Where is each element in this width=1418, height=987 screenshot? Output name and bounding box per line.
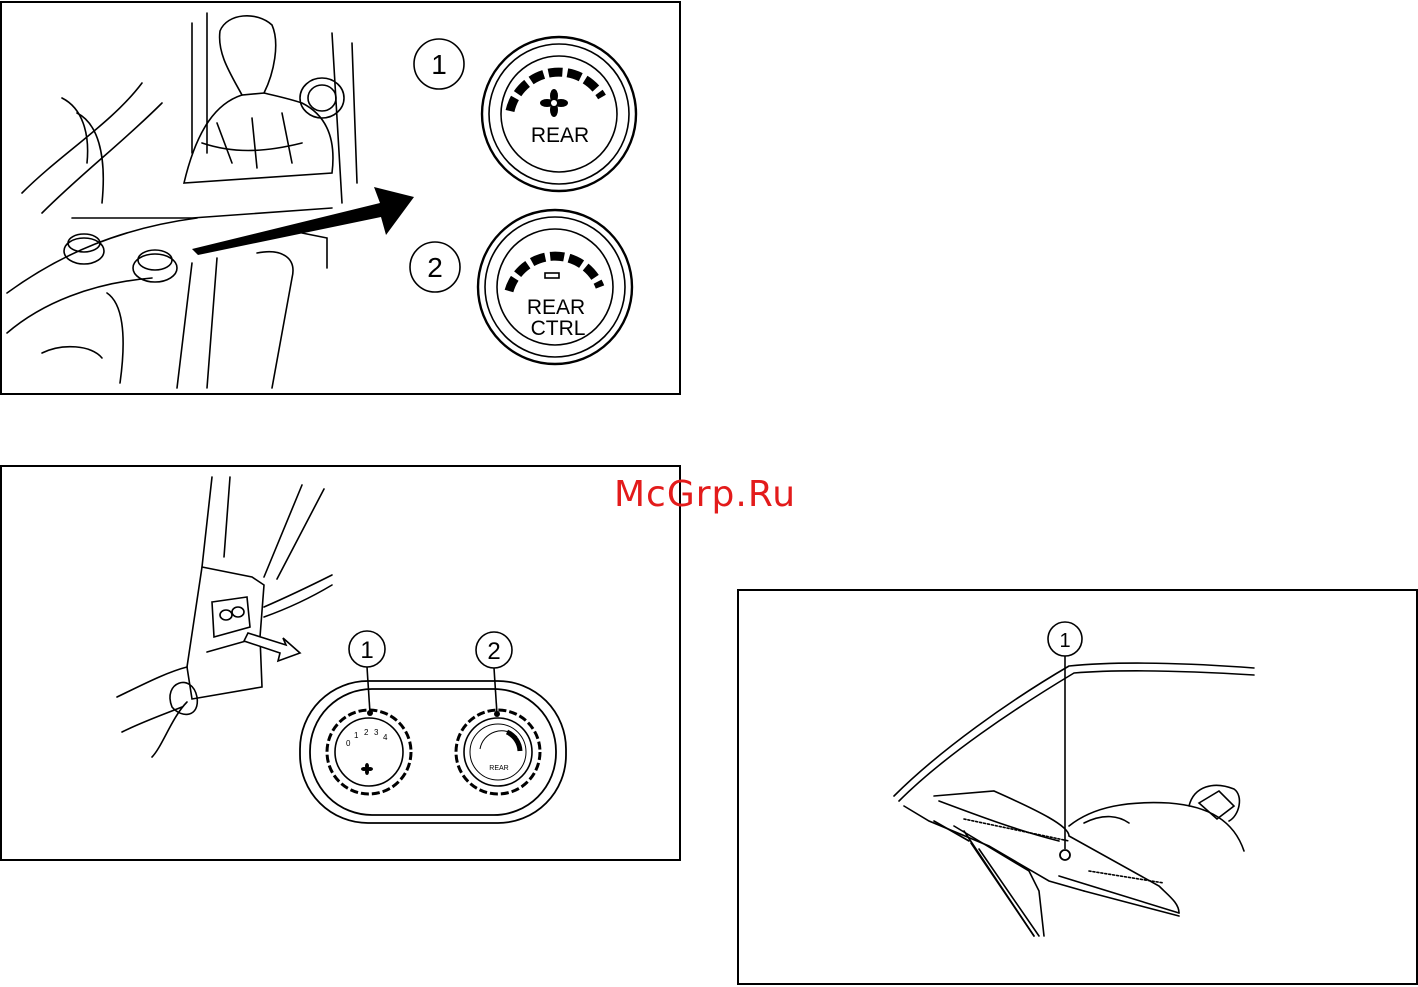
figure-rear-control-knobs: 1 2 0 1 2 3 4: [0, 465, 681, 861]
fan-icon: [540, 89, 568, 117]
rear-ctrl-label-line2: CTRL: [531, 317, 586, 340]
rear-knob-label: REAR: [489, 765, 508, 772]
windshield-illustration: 1: [739, 591, 1418, 987]
knob-scale-4: 4: [383, 733, 388, 742]
rear-temperature-knob: REAR: [456, 710, 540, 794]
callout-2: 2: [487, 638, 500, 665]
figure-rear-switches-console: 1 2 REAR REAR CTRL: [0, 1, 681, 395]
callout-1: 1: [431, 49, 447, 80]
console-illustration: 1 2 REAR REAR CTRL: [2, 3, 683, 397]
fan-speed-knob: 0 1 2 3 4: [327, 710, 411, 794]
rear-fan-switch-label: REAR: [531, 124, 589, 147]
fan-icon: [361, 763, 373, 775]
rear-knobs-illustration: 1 2 0 1 2 3 4: [2, 467, 683, 863]
rear-ctrl-switch: REAR CTRL: [478, 210, 632, 364]
callout-1: 1: [360, 637, 373, 664]
sensor-marker: [1060, 850, 1070, 860]
knob-scale-3: 3: [374, 728, 379, 737]
rear-ctrl-label-line1: REAR: [527, 296, 585, 319]
watermark: McGrp.Ru: [614, 474, 796, 515]
figure-dashboard-sensor: 1: [737, 589, 1418, 985]
indicator-lamp: [545, 273, 559, 278]
knob-scale-1: 1: [354, 731, 359, 740]
rear-fan-switch: REAR: [482, 37, 636, 191]
knob-scale-0: 0: [346, 739, 351, 748]
callout-1: 1: [1059, 630, 1070, 652]
knob-scale-2: 2: [364, 728, 369, 737]
callout-2: 2: [427, 252, 443, 283]
